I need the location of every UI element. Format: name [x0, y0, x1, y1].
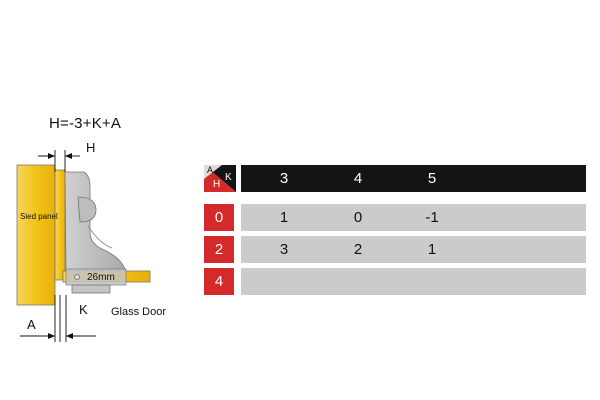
table-header: 3 4 5 — [241, 165, 586, 192]
table-cell — [412, 268, 452, 295]
corner-k: K — [225, 172, 232, 183]
row-label-a: 4 — [204, 268, 234, 295]
hinge-detail — [87, 225, 113, 249]
side-panel — [16, 164, 56, 306]
mounting-plate — [54, 169, 66, 281]
header-k-value: 5 — [427, 170, 437, 187]
hinge-arm — [64, 171, 127, 273]
table-cell: 0 — [353, 209, 363, 226]
table-row — [241, 268, 586, 295]
table-cell: -1 — [425, 209, 439, 226]
label-k: K — [79, 302, 88, 317]
row-label-a: 0 — [204, 204, 234, 231]
table-cell — [338, 268, 378, 295]
side-panel-label: Sied panel — [20, 212, 58, 221]
corner-a: A — [207, 165, 214, 175]
table-cell: 1 — [427, 241, 437, 258]
header-k-value: 4 — [353, 170, 363, 187]
table-cell: 2 — [353, 241, 363, 258]
label-a: A — [27, 317, 36, 332]
row-label-a: 2 — [204, 236, 234, 263]
cup-screw — [74, 274, 80, 280]
table-cell: 3 — [279, 241, 289, 258]
table-row: 3 2 1 — [241, 236, 586, 263]
table-cell: 1 — [279, 209, 289, 226]
cup-base — [71, 284, 111, 294]
dimension-label: 26mm — [87, 272, 115, 283]
table-cell — [264, 268, 304, 295]
glass-door-label: Glass Door — [111, 306, 167, 318]
table-row: 1 0 -1 — [241, 204, 586, 231]
label-h: H — [86, 140, 96, 155]
formula: H=-3+K+A — [49, 115, 122, 132]
header-k-value: 3 — [279, 170, 289, 187]
table-corner: A H K — [204, 165, 236, 192]
hinge-knob — [77, 196, 97, 223]
corner-h: H — [213, 179, 221, 190]
